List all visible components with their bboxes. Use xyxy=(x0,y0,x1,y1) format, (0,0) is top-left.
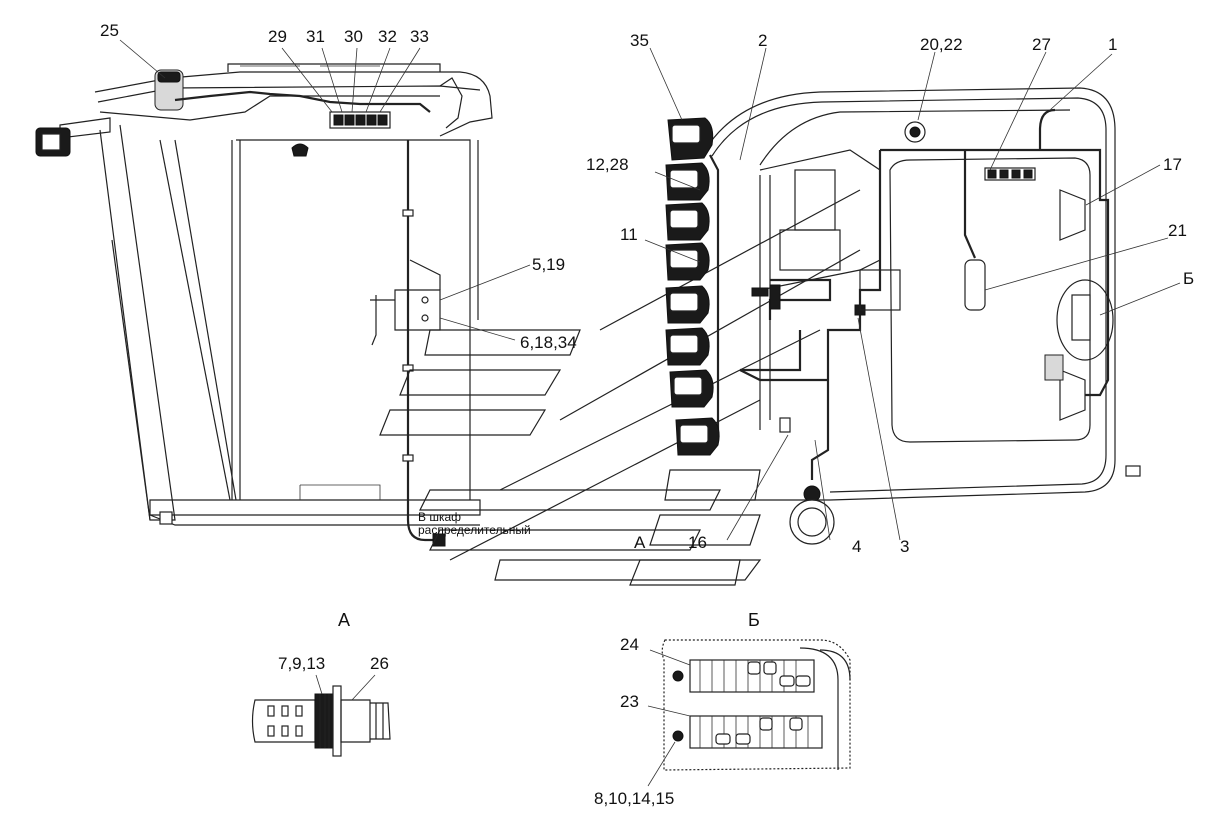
callout-27: 27 xyxy=(1032,35,1051,54)
callout-16: 16 xyxy=(688,533,707,552)
callout-24: 24 xyxy=(620,635,639,654)
leader-lines xyxy=(119,39,1181,541)
callout-4: 4 xyxy=(852,537,862,556)
cab-side-view xyxy=(35,63,581,547)
callout-31: 31 xyxy=(306,27,325,46)
callout-1: 1 xyxy=(1108,35,1118,54)
callout-3: 3 xyxy=(900,537,910,556)
callout-5-19: 5,19 xyxy=(532,255,566,274)
callout-8-10-14-15: 8,10,14,15 xyxy=(594,789,675,808)
callout-21: 21 xyxy=(1168,221,1187,240)
callout-17: 17 xyxy=(1163,155,1182,174)
cab-top-view xyxy=(419,87,1141,586)
view-b-title: Б xyxy=(748,610,760,630)
callout-35: 35 xyxy=(630,31,649,50)
note-distribution-cabinet: В шкаф распределительный xyxy=(418,511,531,537)
note-line-1: В шкаф xyxy=(418,510,462,524)
callout-20-22: 20,22 xyxy=(920,35,963,54)
callout-a: А xyxy=(634,533,646,552)
callout-32: 32 xyxy=(378,27,397,46)
callout-12-28: 12,28 xyxy=(586,155,629,174)
callout-7-9-13: 7,9,13 xyxy=(278,654,326,673)
callout-30: 30 xyxy=(344,27,363,46)
callout-2: 2 xyxy=(758,31,768,50)
detail-a-connector xyxy=(251,674,391,757)
callout-11: 11 xyxy=(620,225,638,244)
detail-b-relay-panel xyxy=(647,639,851,787)
callout-b: Б xyxy=(1183,269,1195,288)
lamp-column xyxy=(665,117,720,456)
callout-33: 33 xyxy=(410,27,429,46)
callout-6-18-34: 6,18,34 xyxy=(520,333,577,352)
callout-26: 26 xyxy=(370,654,389,673)
callout-23: 23 xyxy=(620,692,639,711)
note-line-2: распределительный xyxy=(418,523,531,537)
view-a-title: А xyxy=(338,610,351,630)
callout-29: 29 xyxy=(268,27,287,46)
callout-25: 25 xyxy=(100,21,119,40)
